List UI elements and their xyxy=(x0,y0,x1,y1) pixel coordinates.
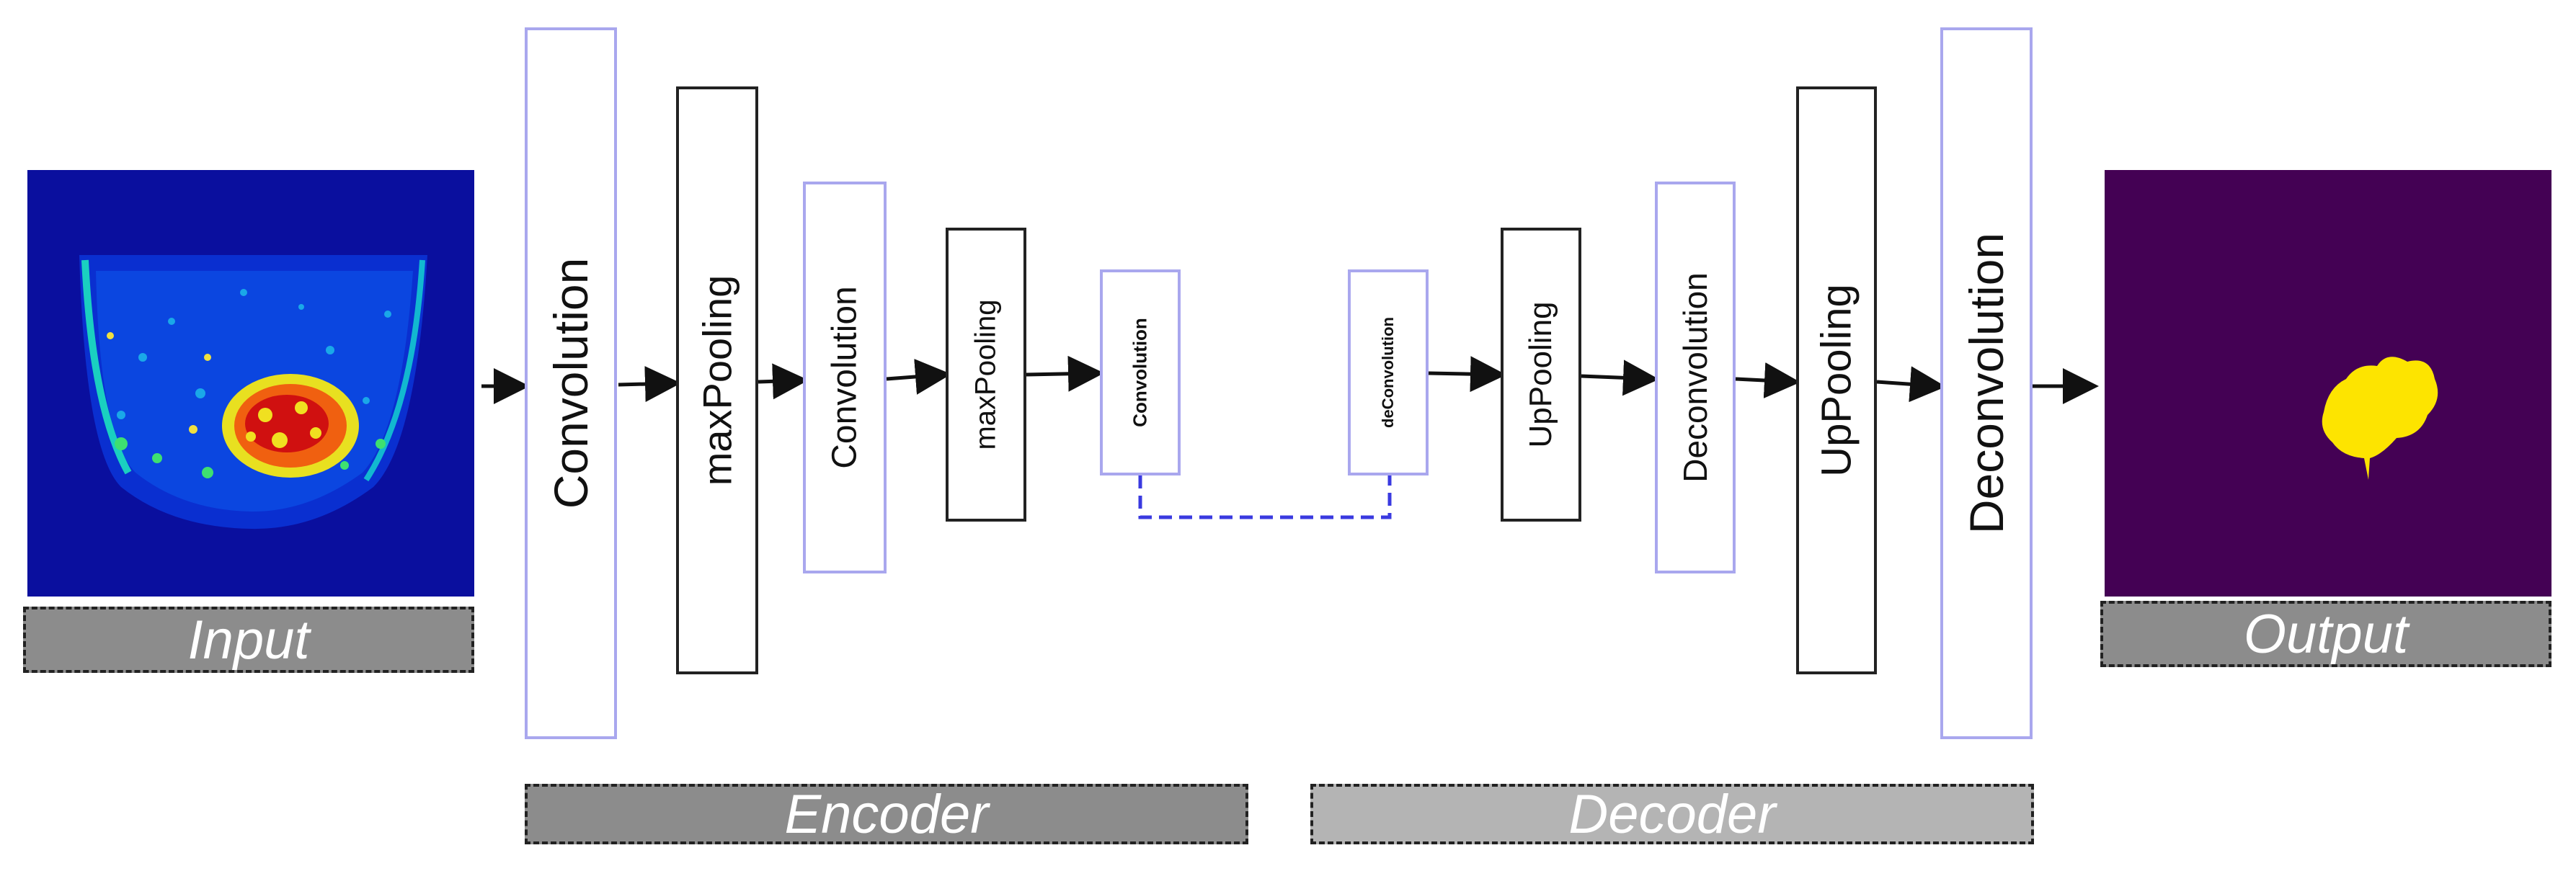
skip-connection xyxy=(1138,475,1392,519)
input-image xyxy=(27,170,474,597)
encoder-maxpooling-block-2: maxPooling xyxy=(946,228,1026,522)
arrow-conv2-to-pool2 xyxy=(886,359,951,395)
arrow-pool2-to-conv3 xyxy=(1026,355,1104,392)
output-segmentation-mask xyxy=(2105,170,2551,597)
output-image xyxy=(2105,170,2551,597)
arrow-deconv2-to-uppool2 xyxy=(1735,362,1800,398)
decoder-deconvolution-block-2: Deconvolution xyxy=(1655,182,1736,573)
encoder-maxpooling-block-1: maxPooling xyxy=(676,86,758,674)
decoder-uppooling-block-2: UpPooling xyxy=(1796,86,1877,674)
encoder-label: Encoder xyxy=(784,783,989,845)
decoder-deconvolution-block-1: deConvolution xyxy=(1348,269,1429,475)
decoder-label-box: Decoder xyxy=(1310,783,2034,845)
decoder-uppooling-block-1: UpPooling xyxy=(1501,228,1581,522)
arrow-conv1-to-pool1 xyxy=(618,366,681,403)
encoder-convolution-block-2: Convolution xyxy=(803,182,887,573)
arrow-uppool2-to-deconv3 xyxy=(1876,366,1946,403)
encoder-convolution-block-1: Convolution xyxy=(525,27,617,739)
input-label-box: Input xyxy=(23,607,474,673)
input-label: Input xyxy=(187,609,310,671)
arrow-pool1-to-conv2 xyxy=(758,363,809,400)
decoder-label: Decoder xyxy=(1568,783,1776,845)
output-label-box: Output xyxy=(2100,601,2551,667)
encoder-convolution-block-3: Convolution xyxy=(1100,269,1181,475)
output-label: Output xyxy=(2243,603,2409,665)
decoder-deconvolution-block-3: Deconvolution xyxy=(1940,27,2033,739)
arrow-uppool1-to-deconv2 xyxy=(1581,359,1659,396)
encoder-label-box: Encoder xyxy=(525,783,1248,845)
arrow-deconv1-to-uppool1 xyxy=(1428,356,1506,393)
input-heatmap xyxy=(27,170,474,597)
